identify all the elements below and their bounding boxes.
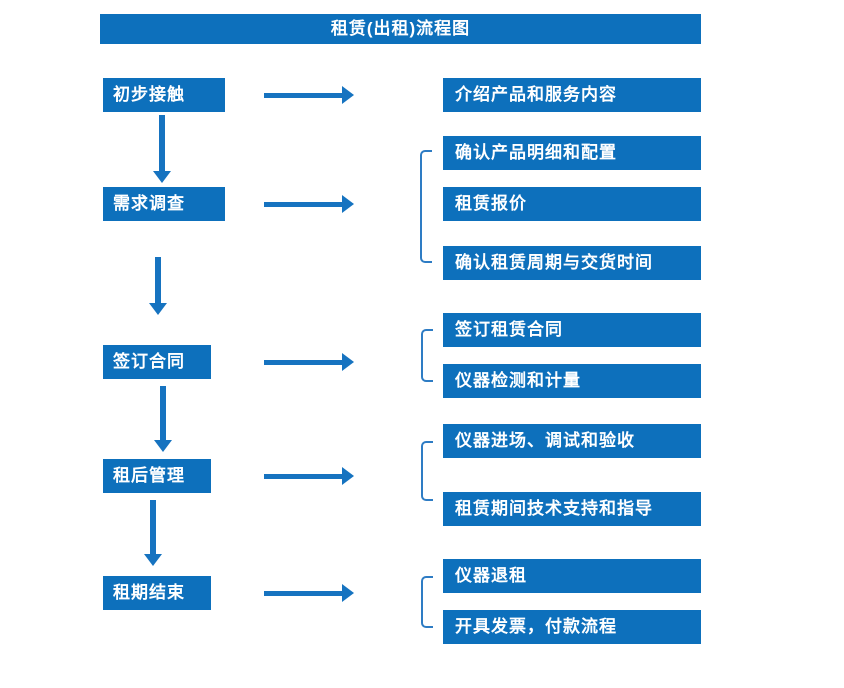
detail-sign-rental-contract: 签订租赁合同 [443, 313, 701, 347]
stage-post-rental-management: 租后管理 [103, 459, 211, 493]
stage-sign-contract: 签订合同 [103, 345, 211, 379]
stage-rental-end: 租期结束 [103, 576, 211, 610]
group-bracket [421, 441, 433, 501]
group-bracket [421, 329, 433, 382]
detail-confirm-period-delivery: 确认租赁周期与交货时间 [443, 246, 701, 280]
detail-rental-quote: 租赁报价 [443, 187, 701, 221]
down-arrow [144, 500, 162, 566]
right-arrow [264, 584, 354, 602]
detail-confirm-product-config: 确认产品明细和配置 [443, 136, 701, 170]
group-bracket [421, 576, 433, 628]
down-arrow [154, 386, 172, 452]
stage-initial-contact: 初步接触 [103, 78, 225, 112]
detail-instrument-acceptance: 仪器进场、调试和验收 [443, 424, 701, 458]
detail-introduce-products: 介绍产品和服务内容 [443, 78, 701, 112]
right-arrow [264, 353, 354, 371]
right-arrow [264, 86, 354, 104]
detail-instrument-testing: 仪器检测和计量 [443, 364, 701, 398]
stage-demand-survey: 需求调查 [103, 187, 225, 221]
down-arrow [149, 257, 167, 315]
down-arrow [153, 115, 171, 183]
flowchart-title: 租赁(出租)流程图 [100, 14, 701, 44]
detail-invoice-payment: 开具发票，付款流程 [443, 610, 701, 644]
right-arrow [264, 195, 354, 213]
detail-instrument-return: 仪器退租 [443, 559, 701, 593]
detail-tech-support: 租赁期间技术支持和指导 [443, 492, 701, 526]
group-bracket [420, 150, 432, 263]
right-arrow [264, 467, 354, 485]
